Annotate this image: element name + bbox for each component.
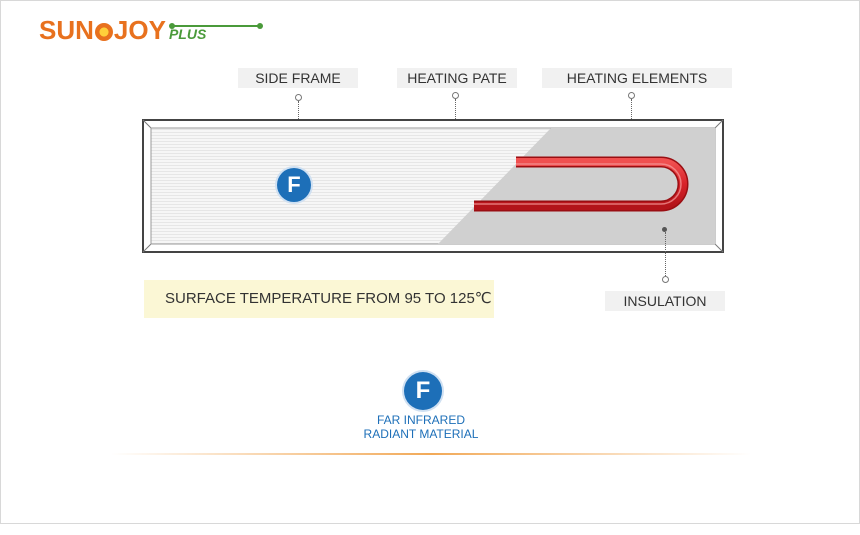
- logo-text-plus: PLUS: [168, 26, 207, 42]
- heating-element: [474, 158, 687, 210]
- label-heating-elements: HEATING ELEMENTS: [542, 68, 732, 88]
- logo-text-sun: SUN: [39, 15, 94, 45]
- legend-text: FAR INFRARED RADIANT MATERIAL: [331, 413, 511, 441]
- insulation-callout-ring: [662, 276, 669, 283]
- insulation-leader: [665, 232, 666, 276]
- surface-temperature-note: SURFACE TEMPERATURE FROM 95 TO 125℃: [144, 280, 494, 318]
- logo-dot-left: [169, 23, 175, 29]
- legend-line-1: FAR INFRARED: [376, 413, 465, 427]
- logo-dot-right: [257, 23, 263, 29]
- heating-pate-callout-ring: [452, 92, 459, 99]
- label-side-frame: SIDE FRAME: [238, 68, 358, 88]
- label-heating-pate: HEATING PATE: [397, 68, 517, 88]
- label-insulation: INSULATION: [605, 291, 725, 311]
- brand-logo: SUN JOY PLUS: [39, 15, 263, 46]
- sun-icon: [94, 23, 113, 41]
- legend-line-2: RADIANT MATERIAL: [363, 427, 479, 441]
- heating-elements-callout-ring: [628, 92, 635, 99]
- insulation-callout-dot: [662, 227, 667, 232]
- far-infrared-badge-icon: F: [277, 168, 311, 202]
- legend-badge-icon: F: [404, 372, 442, 410]
- side-frame-callout-ring: [295, 94, 302, 101]
- logo-plus-line: [172, 25, 262, 27]
- heater-panel: [142, 119, 724, 253]
- diagram-page: SUN JOY PLUS SIDE FRAME HEATING PATE HEA…: [0, 0, 860, 524]
- side-frame-leader: [298, 101, 299, 121]
- logo-text-joy: JOY: [113, 15, 166, 45]
- divider-glow-line: [111, 453, 751, 455]
